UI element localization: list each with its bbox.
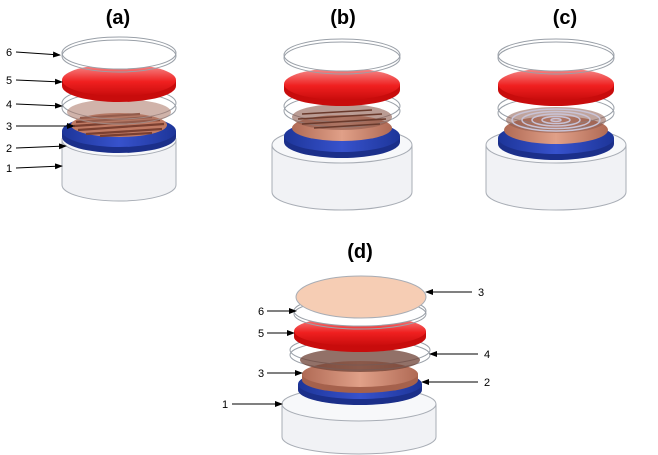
callout-d-3-right: 3 [478,287,484,299]
callout-a-1: 1 [6,163,12,175]
callouts-d: 6 5 3 1 3 4 2 [222,287,490,411]
callout-d-3-left: 3 [258,368,264,380]
transparent-top-6 [61,36,177,73]
callout-d-5: 5 [258,328,264,340]
red-disc [62,64,176,102]
red-disc [284,68,400,106]
panel-d: (d) 6 [222,241,490,455]
panel-a: (a) [6,7,177,202]
callout-a-4: 4 [6,99,12,111]
callout-a-3: 3 [6,121,12,133]
panel-label-d: (d) [347,241,373,263]
callout-a-2: 2 [6,143,12,155]
callout-a-5: 5 [6,75,12,87]
callout-d-6: 6 [258,306,264,318]
copper-disc-top [295,275,427,319]
callouts-a: 6 5 4 3 2 1 [6,47,75,175]
panel-label-a: (a) [106,7,130,29]
callout-d-2: 2 [484,377,490,389]
callout-d-1: 1 [222,399,228,411]
transparent-top-6 [497,38,615,75]
spiral-electrode-layer [497,91,615,133]
callout-d-4: 4 [484,349,490,361]
panel-label-c: (c) [553,7,577,29]
callout-a-6: 6 [6,47,12,59]
panel-c: (c) [485,7,627,211]
red-disc [498,68,614,106]
panel-b: (b) [271,7,413,211]
panel-label-b: (b) [330,7,356,29]
transparent-top-6 [283,38,401,75]
